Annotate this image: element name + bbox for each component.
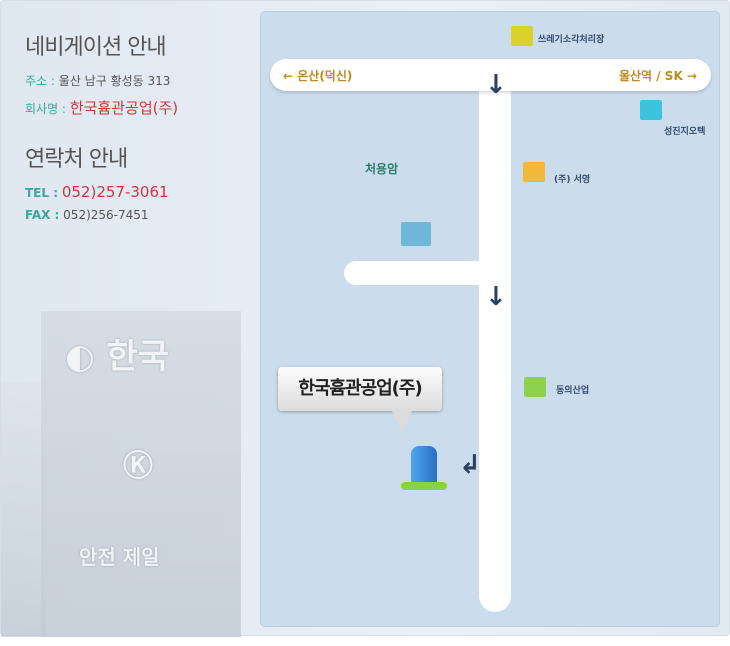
building-icon	[523, 162, 545, 182]
place-sungjin: 성진지오텍	[664, 127, 706, 137]
map: ← 온산(덕신) 울산역 / SK → 쓰레기소각처리장 성진지오텍 처용암 (…	[260, 11, 720, 627]
place-cheoyongam: 처용암	[365, 162, 399, 176]
k-logo-icon: Ⓚ	[123, 449, 153, 484]
logo-icon: ◐	[65, 337, 107, 377]
road-vertical	[479, 72, 511, 612]
arrow-left-icon: ↲	[459, 450, 481, 480]
building-sign-bottom: 안전 제일	[79, 545, 160, 569]
destination-building-icon	[411, 446, 437, 486]
place-incinerator: 쓰레기소각처리장	[538, 35, 605, 45]
grass-icon	[401, 482, 447, 490]
background-photo	[1, 381, 46, 637]
building-photo: ◐ 한국 Ⓚ 안전 제일	[41, 311, 241, 637]
arrow-down-icon: ↓	[485, 70, 507, 100]
place-dongui: 동의산업	[556, 386, 590, 396]
building-icon	[640, 100, 662, 120]
contact-title: 연락처 안내	[25, 147, 128, 172]
road-horizontal	[270, 59, 711, 91]
nav-title: 네비게이션 안내	[25, 35, 167, 60]
arrow-down-icon: ↓	[485, 282, 507, 312]
company-row: 회사명 : 한국흄관공업(주)	[25, 99, 179, 117]
building-sign-top: ◐ 한국	[65, 337, 170, 377]
direction-right: 울산역 / SK →	[618, 69, 697, 83]
road-side	[344, 261, 494, 285]
tel-row: TEL : 052)257-3061	[25, 183, 169, 201]
destination-label: 한국흄관공업(주)	[278, 367, 442, 433]
direction-left: ← 온산(덕신)	[283, 69, 353, 83]
incinerator-icon	[511, 26, 533, 46]
address-row: 주소 : 울산 남구 황성동 313	[25, 74, 171, 88]
building-icon	[524, 377, 546, 397]
buildings-icon	[401, 222, 431, 246]
place-seoyoung: (주) 서영	[554, 175, 591, 185]
fax-row: FAX : 052)256-7451	[25, 208, 149, 222]
